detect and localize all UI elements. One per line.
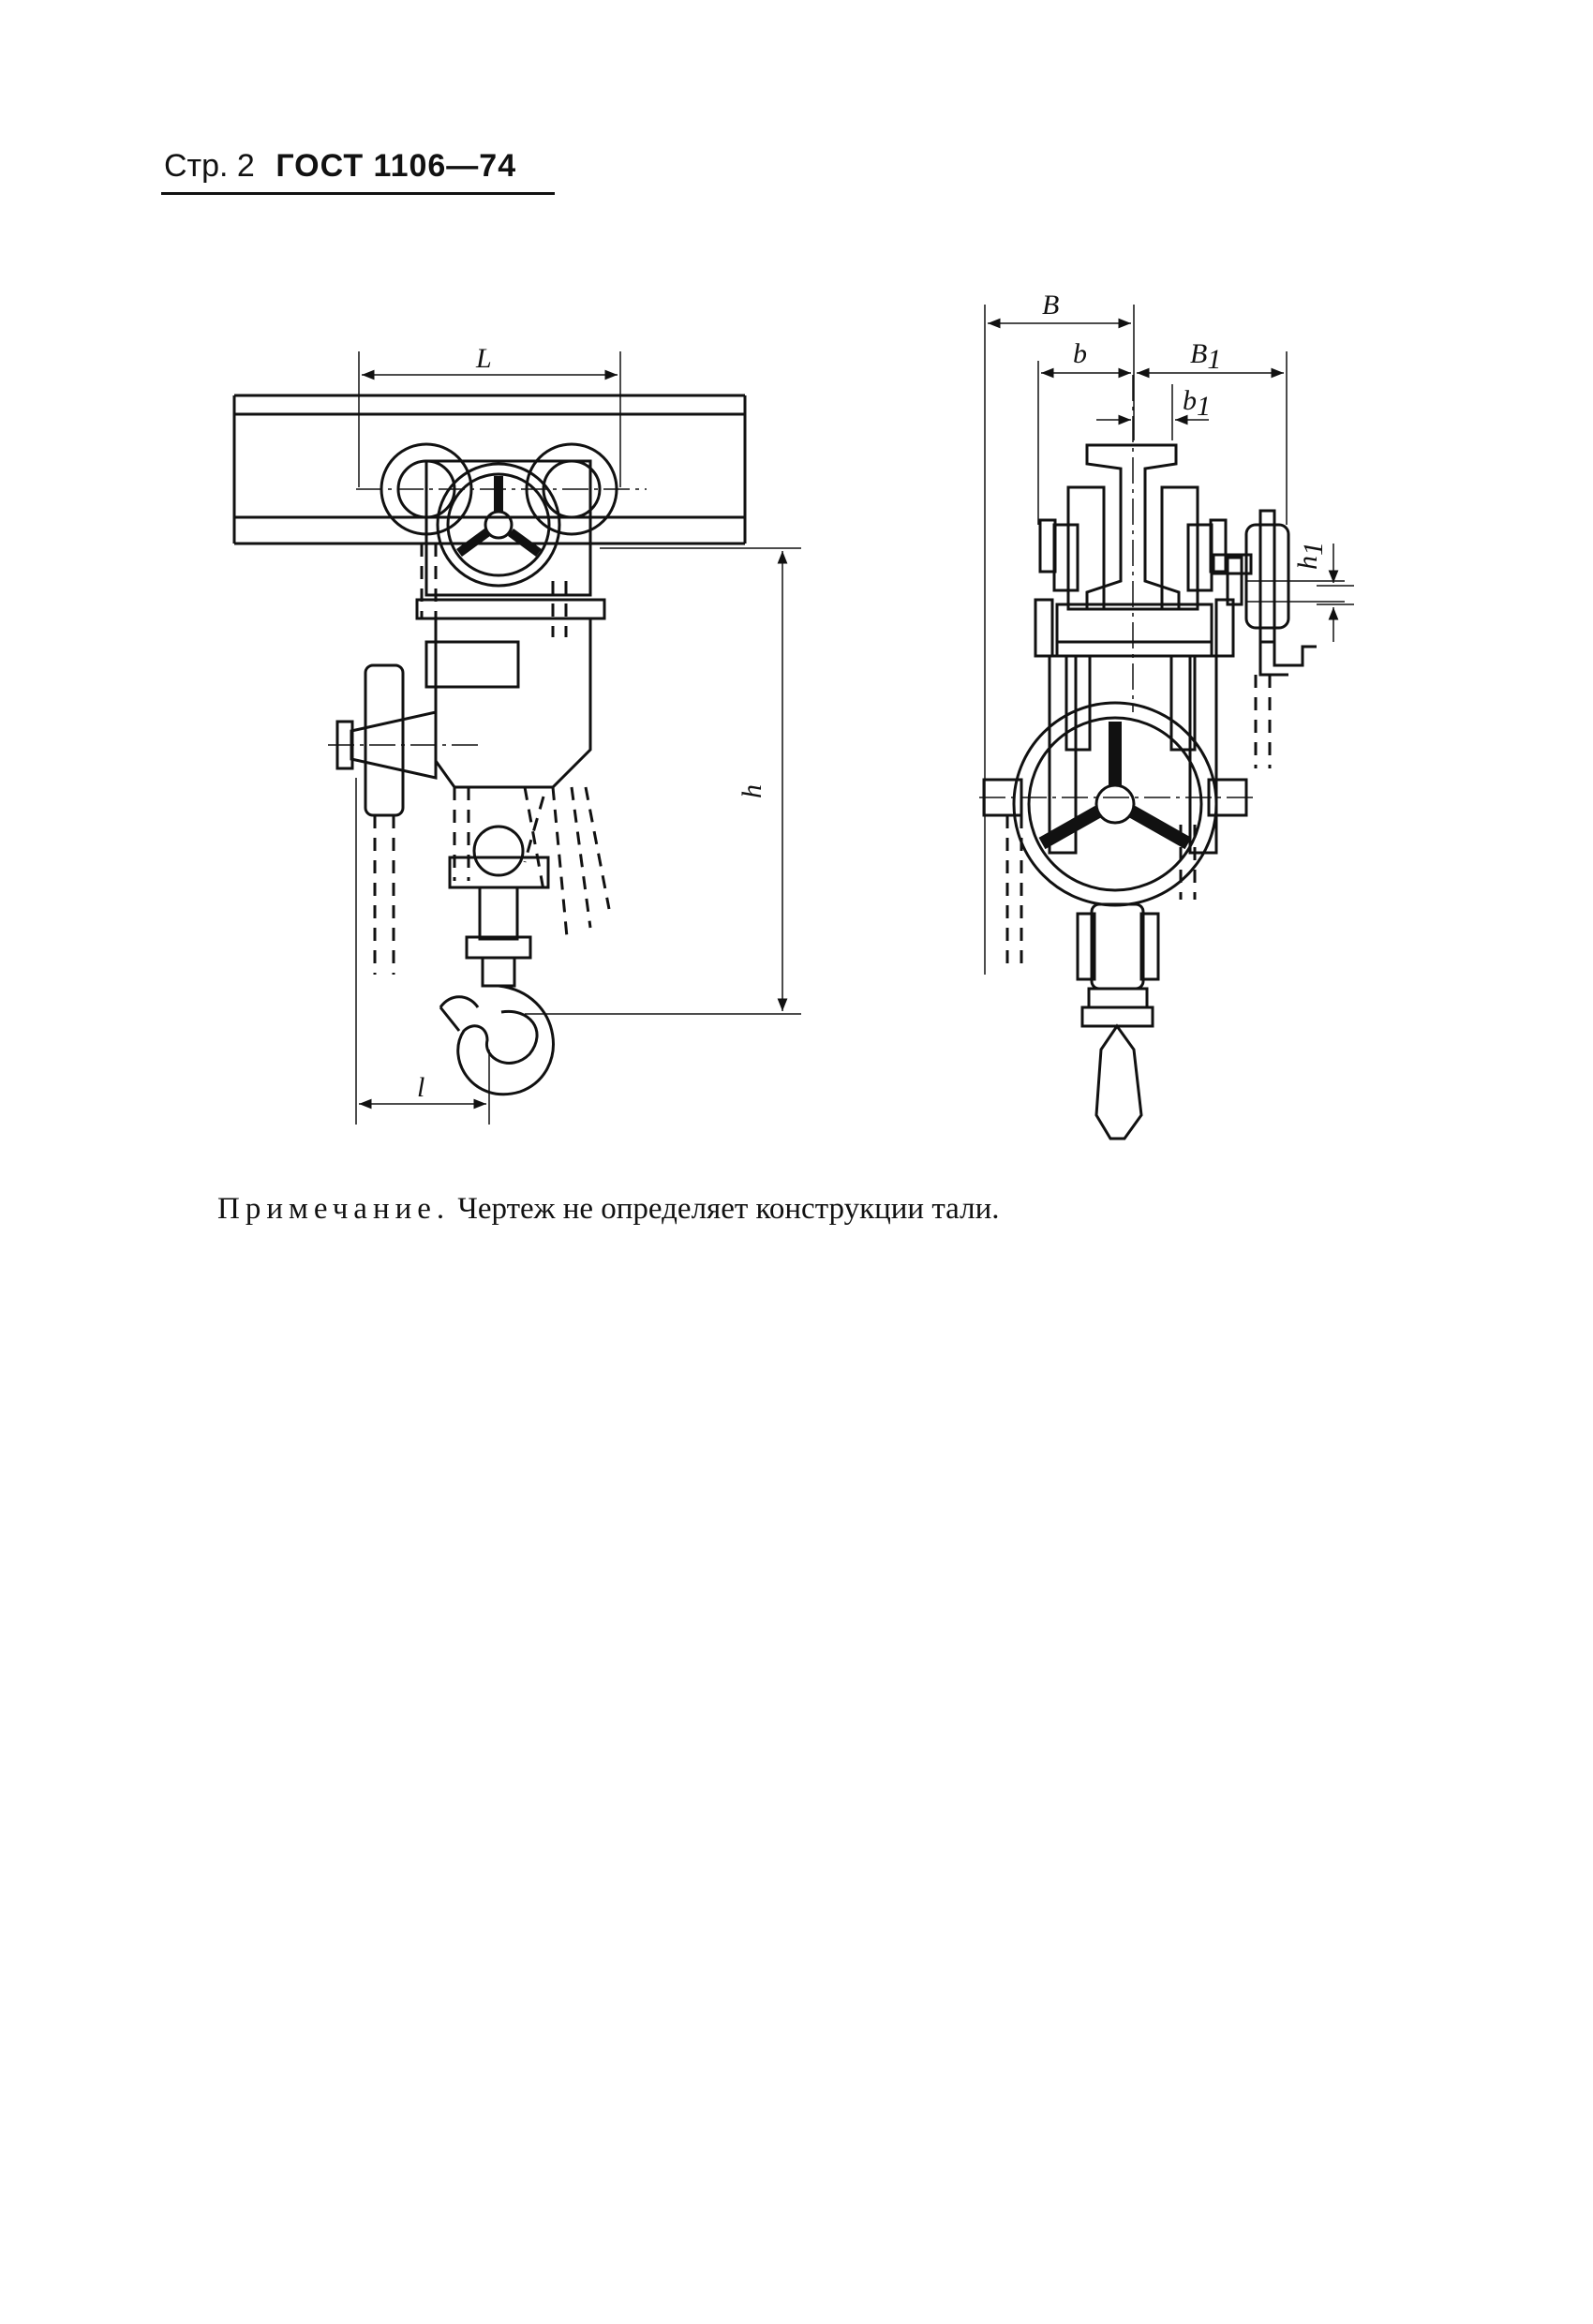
side-handwheel xyxy=(979,701,1256,907)
side-hook-block xyxy=(1076,902,1160,1140)
hook-block xyxy=(448,825,550,988)
header-rule xyxy=(161,192,555,195)
hand-chains xyxy=(373,544,611,975)
side-chains-lower xyxy=(1005,815,1197,965)
dim-b1-label: b1 xyxy=(1183,385,1211,422)
dimension-L xyxy=(358,351,621,487)
note-text: Чертеж не определяет конструкции тали. xyxy=(450,1192,1000,1226)
page-header: Стр. 2 ГОСТ 1106—74 xyxy=(164,148,516,185)
standard-number: ГОСТ 1106—74 xyxy=(275,148,517,184)
rail-section xyxy=(1085,375,1181,712)
note-lead: Примечание. xyxy=(217,1192,451,1226)
page-number: Стр. 2 xyxy=(164,148,255,184)
front-view xyxy=(232,351,801,1125)
dimension-l xyxy=(355,778,490,1125)
side-dimensions xyxy=(984,305,1354,975)
dim-L-label: L xyxy=(475,343,492,374)
side-chain-right xyxy=(1254,675,1272,768)
dim-b-label: b xyxy=(1073,338,1087,369)
side-wheels xyxy=(1038,485,1228,611)
side-view xyxy=(979,305,1354,1140)
side-chain-wheel xyxy=(1212,509,1345,677)
trolley-handwheel xyxy=(436,462,561,588)
hook xyxy=(439,984,555,1096)
dim-B-label: B xyxy=(1042,290,1059,320)
dim-l-label: l xyxy=(417,1072,424,1103)
hoist-body xyxy=(328,459,606,817)
i-beam-rail xyxy=(232,394,747,545)
dim-h-label: h xyxy=(737,784,767,798)
dim-h1-label: h1 xyxy=(1292,542,1329,570)
drawing-note: Примечание. Чертеж не определяет констру… xyxy=(217,1192,1000,1227)
dim-B1-label: B1 xyxy=(1190,338,1221,375)
dimension-h xyxy=(525,547,801,1015)
